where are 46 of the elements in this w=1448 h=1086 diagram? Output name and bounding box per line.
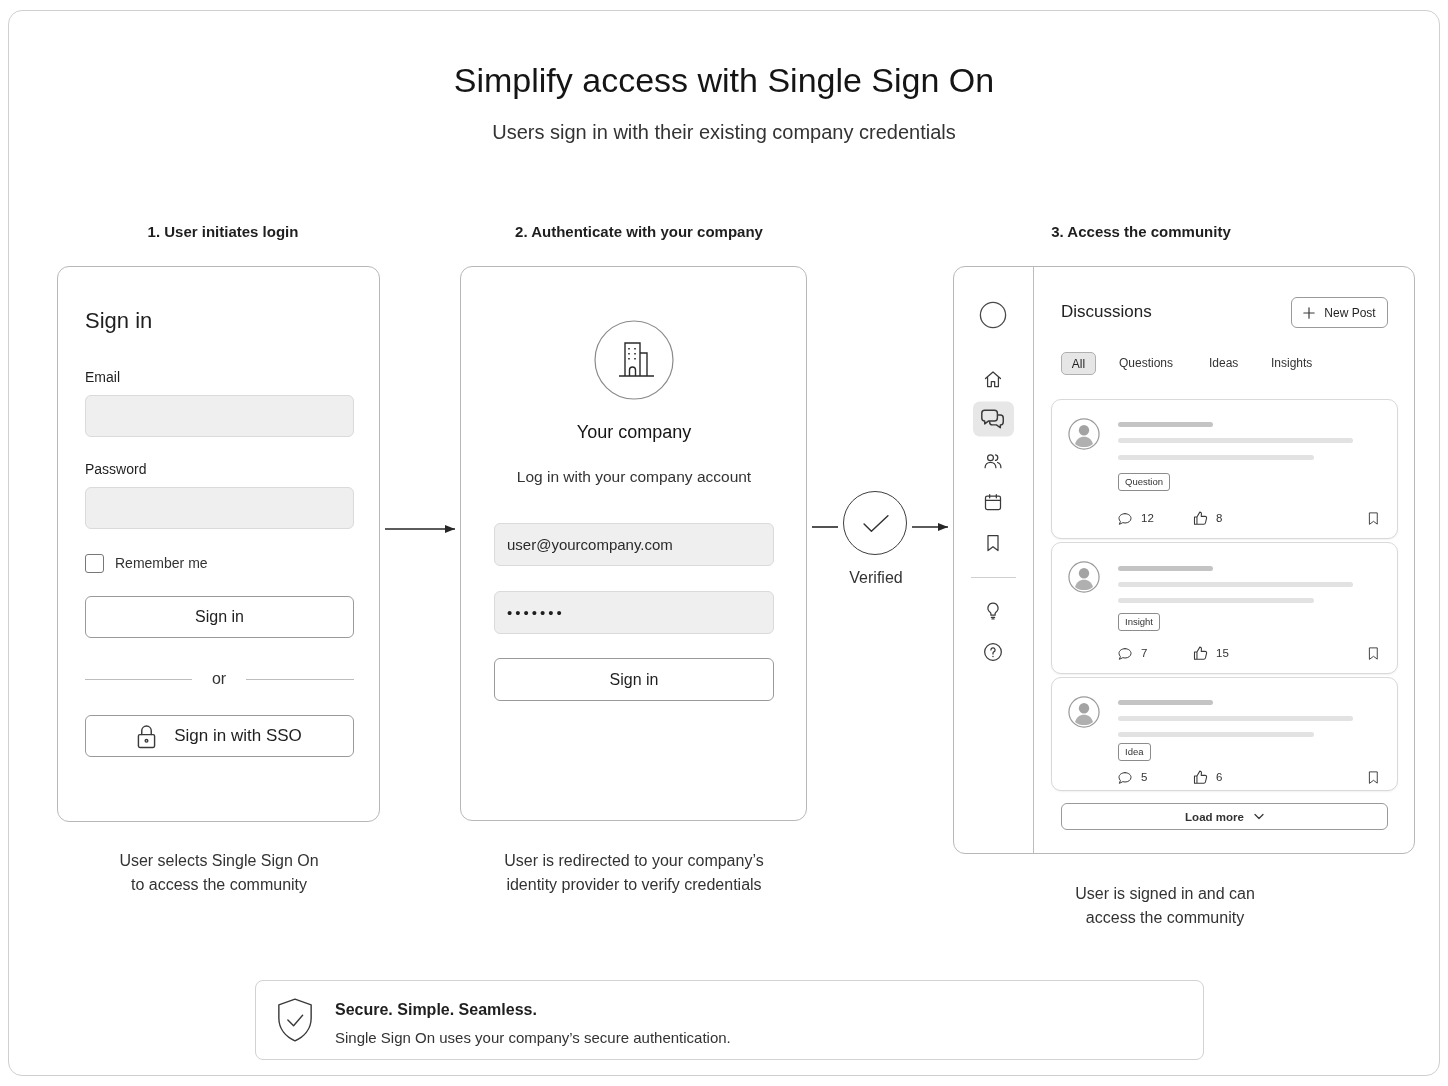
page-heading: Discussions (1061, 301, 1152, 323)
post-tag: Idea (1118, 743, 1151, 761)
load-more-button: Load more (1061, 803, 1388, 830)
login-instruction: Log in with your company account (516, 467, 752, 487)
like-count: 6 (1216, 771, 1223, 785)
step-caption: User selects Single Sign On to access the community (118, 851, 320, 895)
comment-count: 12 (1141, 512, 1154, 526)
post-card (1051, 542, 1398, 674)
form-title: Sign in (85, 307, 153, 335)
post-card (1051, 677, 1398, 791)
like-count: 8 (1216, 512, 1223, 526)
status-caption: Verified (849, 568, 903, 588)
field-label: Password (85, 460, 147, 478)
sign-in-button: Sign in (494, 658, 774, 701)
comment-count: 7 (1141, 647, 1148, 661)
info-banner (255, 980, 1204, 1060)
filter-tab: All (1061, 352, 1096, 375)
sign-in-button: Sign in (85, 596, 354, 638)
new-post-button: New Post (1291, 297, 1388, 328)
password-input-field: ••••••• (494, 591, 774, 634)
diagram-title: Simplify access with Single Sign On (453, 59, 995, 101)
banner-heading: Secure. Simple. Seamless. (335, 1000, 537, 1020)
banner-text: Single Sign On uses your company’s secure authentication. (335, 1029, 731, 1047)
company-name: Your company (576, 422, 692, 444)
like-count: 15 (1216, 647, 1229, 661)
tab-label: Insights (1271, 355, 1313, 371)
arrow (384, 525, 456, 533)
subtitle: Users sign in with their existing company credentials (492, 120, 956, 144)
post-tag: Question (1118, 473, 1171, 491)
tab-label: Ideas (1209, 355, 1239, 371)
checkbox-label: Remember me (115, 554, 208, 572)
step-heading: 3. Access the community (1051, 223, 1231, 241)
arrow (911, 523, 949, 531)
field-label: Email (85, 368, 120, 386)
email-input-field: user@yourcompany.com (494, 523, 774, 566)
step-heading: 1. User initiates login (147, 223, 299, 241)
step-caption: User is redirected to your company’s identity provider to verify credentials (503, 851, 765, 895)
comment-count: 5 (1141, 771, 1148, 785)
step-heading: 2. Authenticate with your company (515, 223, 763, 241)
sso-sign-in-button: Sign in with SSO (85, 715, 354, 757)
post-tag: Insight (1118, 613, 1160, 631)
connector-line (811, 526, 839, 528)
post-card (1051, 399, 1398, 539)
tab-label: Questions (1119, 355, 1174, 371)
divider-text: or (211, 669, 227, 689)
step-caption: User is signed in and can access the community (1074, 884, 1256, 928)
